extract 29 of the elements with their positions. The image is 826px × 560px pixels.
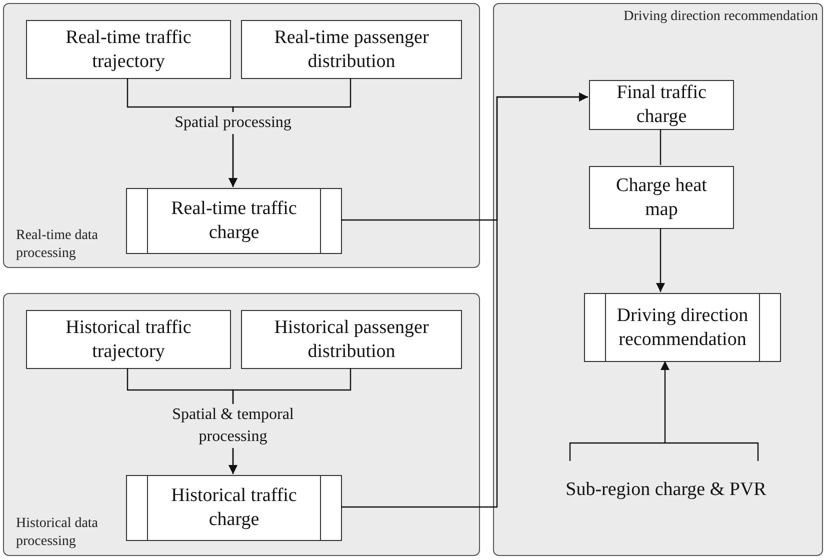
arrow <box>656 228 665 292</box>
predefined-process-box <box>584 293 781 362</box>
group-panel <box>3 293 480 556</box>
node-text: Historical passenger distribution <box>273 316 430 364</box>
node-text: Real-time passenger distribution <box>273 26 430 74</box>
node-text: Final traffic charge <box>616 81 708 129</box>
process-box <box>26 310 231 369</box>
process-box <box>589 166 734 229</box>
process-box <box>241 20 462 79</box>
process-box <box>589 80 734 130</box>
node-text: Historical traffic trajectory <box>64 316 192 364</box>
arrow <box>660 361 670 443</box>
node-text: Driving direction recommendation <box>616 304 750 352</box>
node-text: Real-time traffic trajectory <box>64 26 192 74</box>
group-panel <box>3 3 480 268</box>
panel-title: Historical data processing <box>16 515 100 551</box>
predefined-process-box <box>126 188 342 254</box>
process-box <box>26 20 231 79</box>
node-text: Real-time traffic charge <box>170 197 298 245</box>
process-box <box>241 310 462 369</box>
group-panel <box>493 3 823 556</box>
panel-title: Driving direction recommendation <box>622 8 818 26</box>
node-text: Sub-region charge & PVR <box>564 478 768 502</box>
panel-title: Real-time data processing <box>16 227 100 263</box>
predefined-process-box <box>126 475 342 541</box>
node-text: Charge heat map <box>615 174 708 222</box>
arrow <box>341 92 588 508</box>
node-text: Historical traffic charge <box>170 484 298 532</box>
arrow <box>228 78 352 187</box>
